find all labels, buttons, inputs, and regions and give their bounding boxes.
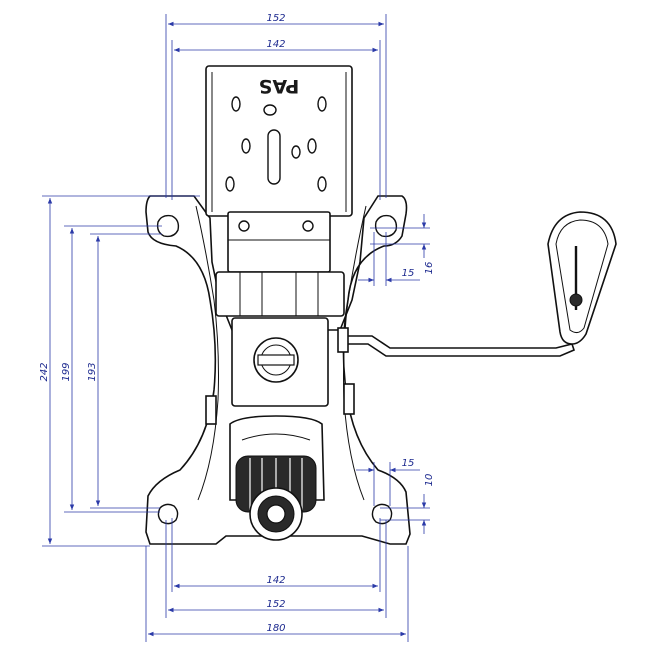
dim-top-inner: 142 — [266, 39, 285, 50]
dim-upper-h: 15 — [402, 268, 415, 279]
dim-lower-h: 15 — [402, 458, 415, 469]
dim-upper-v: 16 — [424, 262, 435, 275]
lever-paddle-inner — [555, 219, 609, 334]
dim-bottom-mid: 152 — [266, 599, 285, 610]
tension-knob — [235, 455, 317, 541]
mount-hole-bottom-right — [371, 503, 393, 525]
lever-pivot — [569, 293, 583, 307]
dim-height-outer: 242 — [39, 362, 50, 381]
mount-hole-top-right — [374, 214, 398, 238]
dim-height-mid: 199 — [61, 362, 72, 381]
bolt-slot — [257, 354, 295, 366]
cylinder-arc — [241, 433, 311, 441]
side-tab-right — [343, 383, 355, 415]
dim-bottom-outer: 180 — [266, 623, 285, 634]
hinge-barrel — [215, 271, 345, 317]
bracket-slots — [225, 96, 327, 192]
dim-bottom-inner: 142 — [266, 575, 285, 586]
hinge-rivet-left — [238, 220, 250, 232]
dim-top-outer: 152 — [266, 13, 285, 24]
plate-inner-contour-left — [195, 205, 219, 501]
dimensions: 152 142 242 199 193 16 15 — [39, 13, 435, 642]
plate-inner-contour-right — [343, 205, 367, 501]
lever-paddle — [547, 211, 617, 345]
lever-tab — [337, 327, 349, 353]
dim-height-inner: 193 — [87, 362, 98, 381]
mount-hole-top-left — [156, 214, 180, 238]
adjustment-lever-rod — [345, 335, 575, 357]
dim-lower-v: 10 — [424, 474, 435, 487]
hinge-rivet-right — [302, 220, 314, 232]
chair-mechanism: PAS — [145, 65, 617, 545]
side-tab-left — [205, 395, 217, 425]
mount-hole-bottom-left — [157, 503, 179, 525]
brand-label: PAS — [259, 75, 300, 97]
